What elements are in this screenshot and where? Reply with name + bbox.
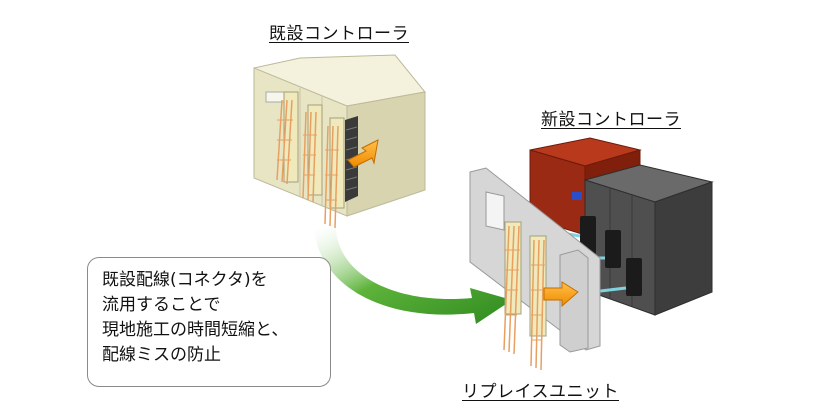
replace-unit-label: リプレイスユニット — [462, 382, 619, 402]
new-controller-label: 新設コントローラ — [541, 110, 681, 130]
callout-line: 流用することで — [102, 295, 221, 315]
new-controller — [529, 137, 714, 316]
callout-line: 現地施工の時間短縮と、 — [102, 320, 289, 340]
old-controller-label: 既設コントローラ — [269, 24, 409, 44]
transition-arrow — [314, 228, 512, 324]
callout-line: 既設配線(コネクタ)を — [102, 270, 268, 290]
benefit-callout: 既設配線(コネクタ)を 流用することで 現地施工の時間短縮と、 配線ミスの防止 — [87, 257, 331, 387]
callout-line: 配線ミスの防止 — [102, 345, 221, 365]
replace-unit — [469, 167, 601, 371]
old-controller — [253, 54, 426, 229]
